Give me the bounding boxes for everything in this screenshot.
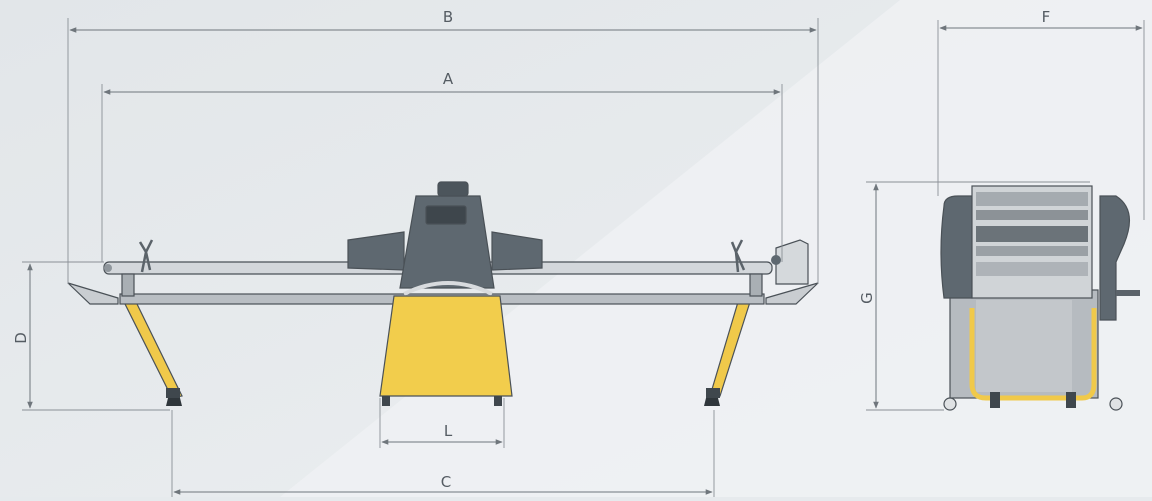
right-wing [491,231,543,271]
side-foot-right [1066,392,1076,408]
side-foot-left [990,392,1000,408]
base-right-wheel [494,396,502,406]
left-tray [67,282,119,305]
label-l: L [444,422,453,440]
side-roller-2 [976,210,1088,220]
side-yellow-frame [969,308,1097,401]
side-roller-1 [976,192,1088,206]
right-end-knob [771,255,781,265]
side-right-caster [1109,397,1123,411]
side-roller-3 [976,226,1088,242]
left-scraper-handle [138,239,154,273]
side-crank-handle [1116,290,1140,296]
left-rail-support [121,273,135,297]
side-roller-4 [976,246,1088,256]
label-b: B [443,8,453,26]
side-view [940,185,1140,411]
base-left-wheel [382,396,390,406]
side-left-caster [943,397,957,411]
dimension-labels: B A D L C F G [12,8,1050,491]
front-view [67,181,819,406]
right-leg-foot-block [706,388,720,398]
right-end-cover [775,239,809,285]
label-a: A [443,70,454,88]
control-panel-screen [425,205,467,225]
dimension-lines [22,18,1145,497]
left-leg-foot-block [166,388,180,398]
label-g: G [858,292,876,304]
top-control-module [437,181,469,197]
side-roller-5 [976,262,1088,276]
label-c: C [441,473,451,491]
label-d: D [12,332,30,344]
housing-arch [403,281,493,296]
right-tray [765,282,819,305]
label-f: F [1042,8,1051,26]
side-cabinet-panel [976,300,1072,392]
left-leg-foot [166,398,182,406]
right-scraper-handle [730,239,746,273]
left-roller [104,264,112,272]
side-left-housing [940,195,973,299]
right-rail-support [749,273,763,297]
yellow-base [379,295,513,397]
right-leg-foot [704,398,720,406]
